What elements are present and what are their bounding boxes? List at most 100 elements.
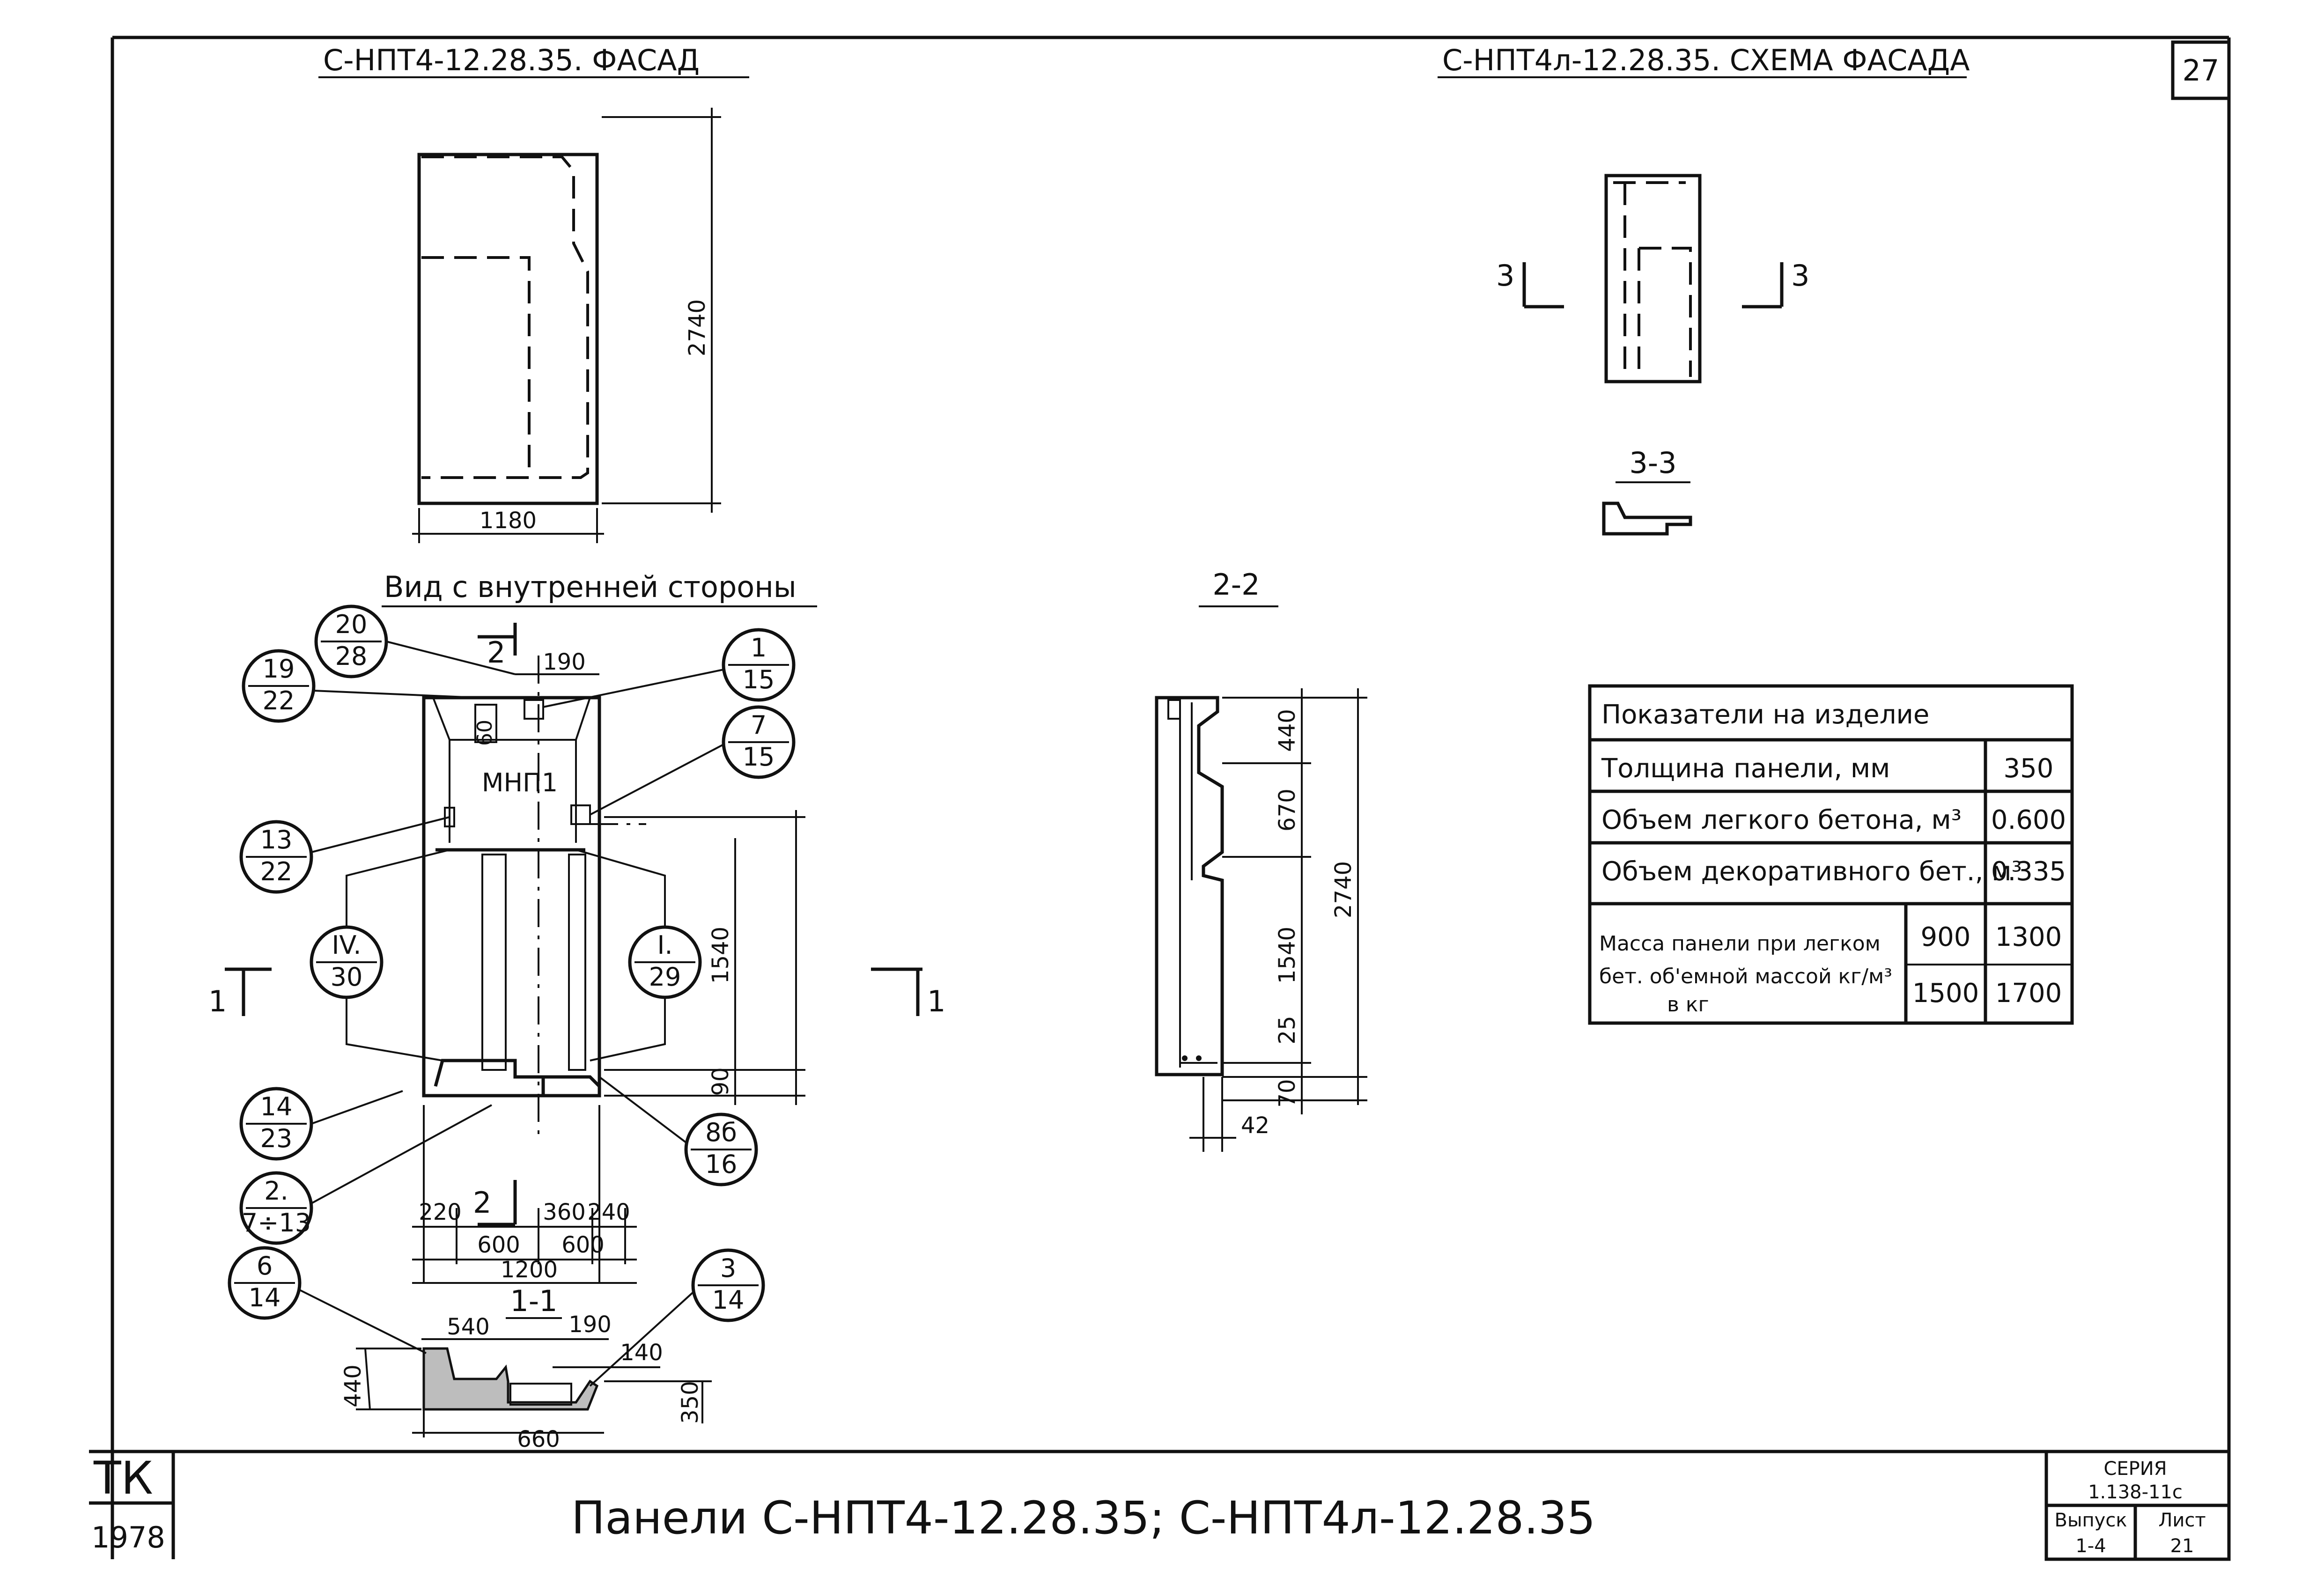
ref-20-28: 20 28 [314, 604, 516, 678]
ref-6-14: 6 14 [228, 1246, 427, 1354]
page-number: 27 [2183, 53, 2220, 88]
svg-text:6: 6 [257, 1251, 273, 1281]
svg-text:15: 15 [743, 742, 775, 772]
svg-text:7÷13: 7÷13 [242, 1208, 311, 1238]
dim-440-s1: 440 [340, 1364, 366, 1408]
ref-8b-16: 8б 16 [598, 1076, 758, 1186]
dim-60: 60 [473, 720, 497, 746]
cut1-right-label: 1 [927, 984, 945, 1018]
stamp-year: 1978 [91, 1520, 165, 1555]
facade-view: С-НПТ4-12.28.35. ФАСАД 1180 2740 [318, 43, 749, 543]
row-thickness-value: 350 [2004, 753, 2054, 784]
svg-text:29: 29 [649, 962, 681, 992]
svg-text:30: 30 [331, 962, 363, 992]
issue-label: Выпуск [2055, 1510, 2127, 1531]
dim-350: 350 [677, 1381, 703, 1424]
svg-text:28: 28 [335, 641, 368, 671]
series-label: СЕРИЯ [2103, 1458, 2167, 1480]
row-decor-concrete-label: Объем декоративного бет., м³ [1601, 856, 2022, 887]
mass-label-3: в кг [1667, 993, 1709, 1017]
dim-540: 540 [447, 1314, 490, 1340]
dim-190-s1: 190 [568, 1312, 612, 1338]
svg-text:15: 15 [743, 665, 775, 694]
dim-440-s2: 440 [1274, 709, 1300, 752]
cut2-bottom-label: 2 [473, 1186, 491, 1220]
svg-text:I.: I. [657, 930, 672, 960]
svg-text:22: 22 [260, 857, 293, 886]
indicators-table: Показатели на изделие Толщина панели, мм… [1588, 684, 2074, 1025]
mass-value-1: 1300 [1995, 922, 2062, 952]
scheme-facade-view: С-НПТ4л-12.28.35. СХЕМА ФАСАДА 3 3 3-3 [1438, 43, 1970, 536]
ref-7-15: 7 15 [590, 705, 796, 816]
svg-text:19: 19 [263, 654, 295, 684]
cut3-right-label: 3 [1791, 258, 1809, 293]
ref-circles: 20 28 19 22 1 15 7 15 13 [228, 604, 796, 1387]
svg-text:7: 7 [751, 710, 767, 740]
scheme-title: С-НПТ4л-12.28.35. СХЕМА ФАСАДА [1442, 43, 1970, 77]
sheet-frame [89, 36, 2231, 1559]
issue-value: 1-4 [2075, 1535, 2106, 1557]
ref-I-29: I. 29 [575, 849, 702, 1061]
dim-1540-s2: 1540 [1274, 927, 1300, 984]
dim-240: 240 [587, 1199, 630, 1225]
dim-70: 70 [1274, 1079, 1300, 1107]
ref-1-15: 1 15 [543, 628, 796, 708]
section-1-view: 1-1 540 190 140 440 350 660 [340, 1284, 712, 1452]
svg-text:3: 3 [720, 1253, 736, 1283]
page-number-box: 27 [2171, 40, 2231, 100]
series-value: 1.138-11с [2088, 1481, 2183, 1503]
mass-value-2: 1700 [1995, 978, 2062, 1009]
row-decor-concrete-value: 0.335 [1991, 856, 2066, 887]
svg-text:8б: 8б [705, 1118, 737, 1147]
dim-220: 220 [419, 1199, 462, 1225]
stamp-tk: ТК [93, 1452, 153, 1504]
dim-600-left: 600 [477, 1232, 520, 1258]
facade-height-dim: 2740 [684, 299, 710, 356]
ref-14-23: 14 23 [239, 1087, 403, 1161]
mass-density-2: 1500 [1912, 978, 1979, 1009]
section-2-title: 2-2 [1212, 567, 1260, 602]
svg-text:1: 1 [751, 633, 767, 663]
svg-text:20: 20 [335, 610, 368, 639]
svg-text:14: 14 [260, 1092, 293, 1121]
svg-text:16: 16 [705, 1150, 738, 1179]
row-thickness-label: Толщина панели, мм [1601, 753, 1890, 784]
row-light-concrete-label: Объем легкого бетона, м³ [1601, 805, 1962, 835]
dim-42: 42 [1241, 1113, 1269, 1139]
main-title: Панели С-НПТ4-12.28.35; С-НПТ4л-12.28.35 [571, 1492, 1595, 1544]
title-block: ТК 1978 Панели С-НПТ4-12.28.35; С-НПТ4л-… [91, 1450, 2231, 1561]
sheet-label: Лист [2158, 1510, 2206, 1531]
ref-IV-30: IV. 30 [310, 849, 450, 1061]
ref-3-14: 3 14 [589, 1248, 765, 1387]
svg-text:22: 22 [263, 686, 295, 715]
dim-1200: 1200 [501, 1257, 558, 1283]
dim-1540: 1540 [708, 927, 734, 984]
dim-2740-s2: 2740 [1330, 861, 1357, 918]
mass-label-2: бет. об'емной массой кг/м³ [1599, 965, 1892, 988]
dim-660: 660 [517, 1426, 560, 1452]
svg-text:14: 14 [249, 1283, 281, 1312]
ref-2-7-13: 2. 7÷13 [239, 1104, 492, 1245]
dim-90: 90 [708, 1067, 734, 1096]
cut3-left-label: 3 [1496, 258, 1514, 293]
svg-text:13: 13 [260, 825, 293, 855]
cut2-top-label: 2 [487, 635, 505, 670]
facade-width-dim: 1180 [480, 508, 537, 534]
dim-670: 670 [1274, 788, 1300, 832]
mass-density-1: 900 [1921, 922, 1971, 952]
inner-view-title: Вид с внутренней стороны [384, 570, 797, 604]
facade-title: С-НПТ4-12.28.35. ФАСАД [323, 43, 700, 77]
table-title: Показатели на изделие [1601, 700, 1929, 730]
dim-190: 190 [543, 649, 586, 675]
mnp-label: МНП1 [482, 768, 558, 797]
section-1-title: 1-1 [510, 1284, 557, 1318]
dim-25: 25 [1274, 1016, 1300, 1044]
mass-label-1: Масса панели при легком [1599, 932, 1881, 956]
dim-600-right: 600 [561, 1232, 605, 1258]
svg-text:2.: 2. [264, 1176, 288, 1206]
svg-text:IV.: IV. [332, 930, 361, 960]
row-light-concrete-value: 0.600 [1991, 805, 2066, 835]
sheet-value: 21 [2170, 1535, 2194, 1557]
inner-view: Вид с внутренней стороны МНП1 60 190 2 1… [208, 570, 945, 1284]
